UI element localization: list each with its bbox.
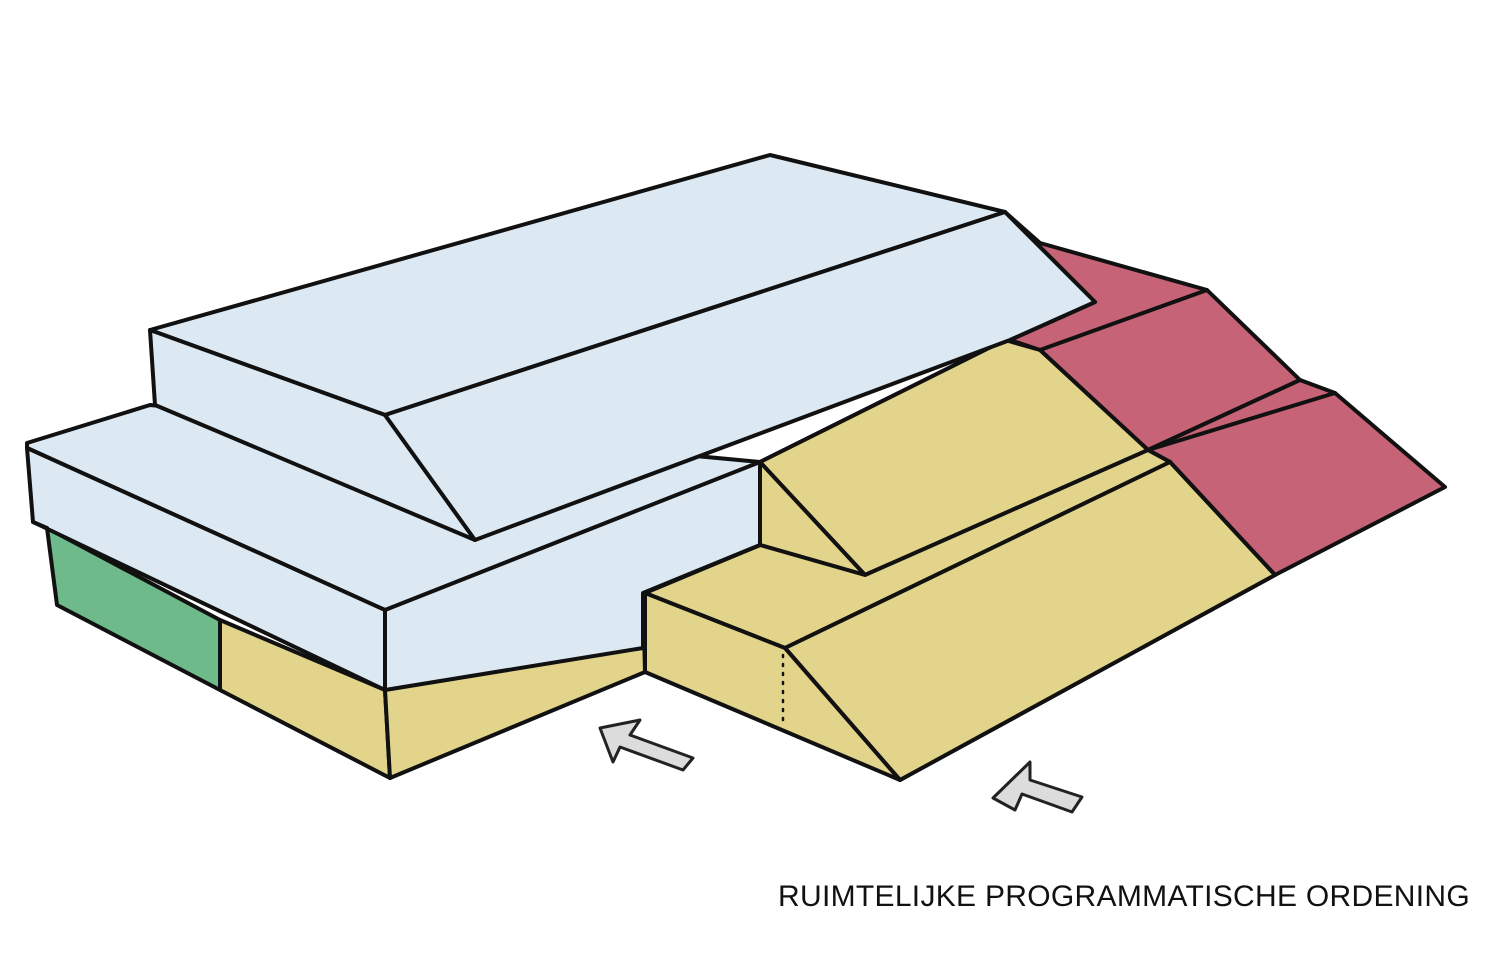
blue-lower-side (383, 460, 762, 692)
arrow-left-icon (598, 718, 695, 772)
blue-upper-slope (383, 210, 1097, 542)
diagram-caption: RUIMTELIJKE PROGRAMMATISCHE ORDENING (778, 880, 1470, 913)
green-block (45, 526, 222, 692)
arrow-left-icon (991, 760, 1084, 814)
red-volume (1003, 210, 1447, 577)
blue-upper-block (148, 153, 1097, 542)
arrow-left-icon (991, 760, 1084, 814)
arrow-left-icon (598, 718, 695, 772)
